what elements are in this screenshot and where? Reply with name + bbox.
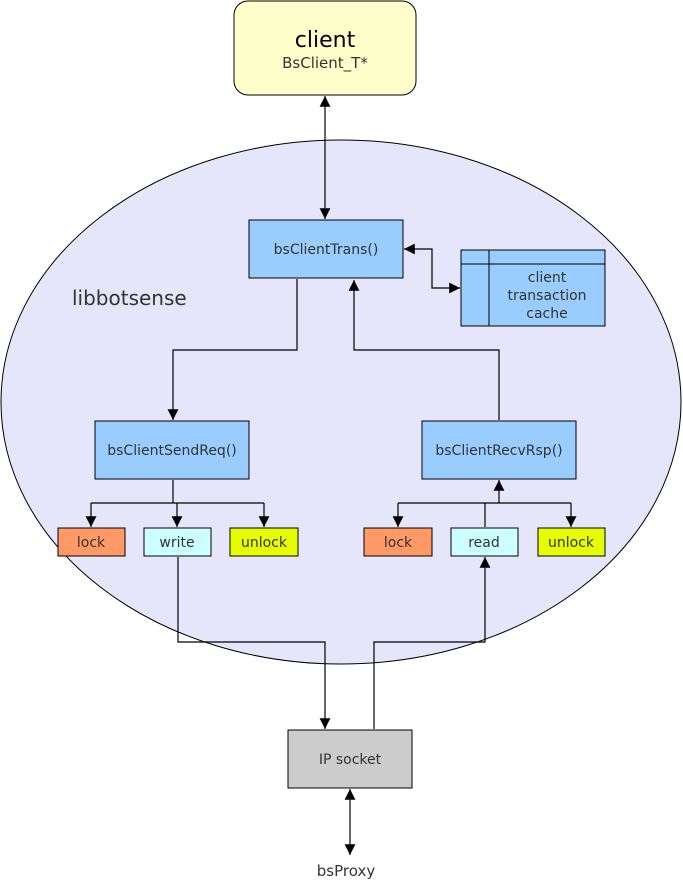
recv-node: bsClientRecvRsp() xyxy=(421,420,577,480)
cache-line-2: transaction xyxy=(507,288,586,304)
edge-recv-trans xyxy=(348,280,500,420)
socket-label: IP socket xyxy=(319,752,382,768)
edge-write-socket xyxy=(177,557,331,729)
send-unlock-node: unlock xyxy=(229,527,299,557)
edge-trans-cache xyxy=(404,243,460,294)
cache-node: client transaction cache xyxy=(460,249,606,327)
trans-label: bsClientTrans() xyxy=(274,242,379,258)
edge-socket-read xyxy=(373,557,491,729)
socket-node: IP socket xyxy=(287,729,413,789)
send-label: bsClientSendReq() xyxy=(107,443,237,459)
recv-unlock-label: unlock xyxy=(548,535,595,551)
send-node: bsClientSendReq() xyxy=(94,420,250,480)
client-node: client BsClient_T* xyxy=(233,0,417,96)
cache-line-3: cache xyxy=(526,306,567,322)
send-write-label: write xyxy=(159,535,194,551)
send-write-node: write xyxy=(143,527,212,557)
recv-unlock-node: unlock xyxy=(537,527,606,557)
recv-lock-node: lock xyxy=(363,527,433,557)
proxy-label: bsProxy xyxy=(317,862,376,880)
trans-node: bsClientTrans() xyxy=(248,219,404,279)
library-label: libbotsense xyxy=(72,286,187,310)
send-unlock-label: unlock xyxy=(241,535,288,551)
recv-lock-label: lock xyxy=(384,535,413,551)
library-ellipse xyxy=(0,139,682,665)
client-title: client xyxy=(295,28,356,53)
recv-read-label: read xyxy=(468,535,500,551)
client-type: BsClient_T* xyxy=(282,54,368,73)
recv-label: bsClientRecvRsp() xyxy=(435,443,562,459)
send-lock-node: lock xyxy=(57,527,126,557)
send-lock-label: lock xyxy=(77,535,106,551)
cache-line-1: client xyxy=(528,270,567,286)
recv-read-node: read xyxy=(450,527,519,557)
edge-trans-send xyxy=(167,279,298,420)
